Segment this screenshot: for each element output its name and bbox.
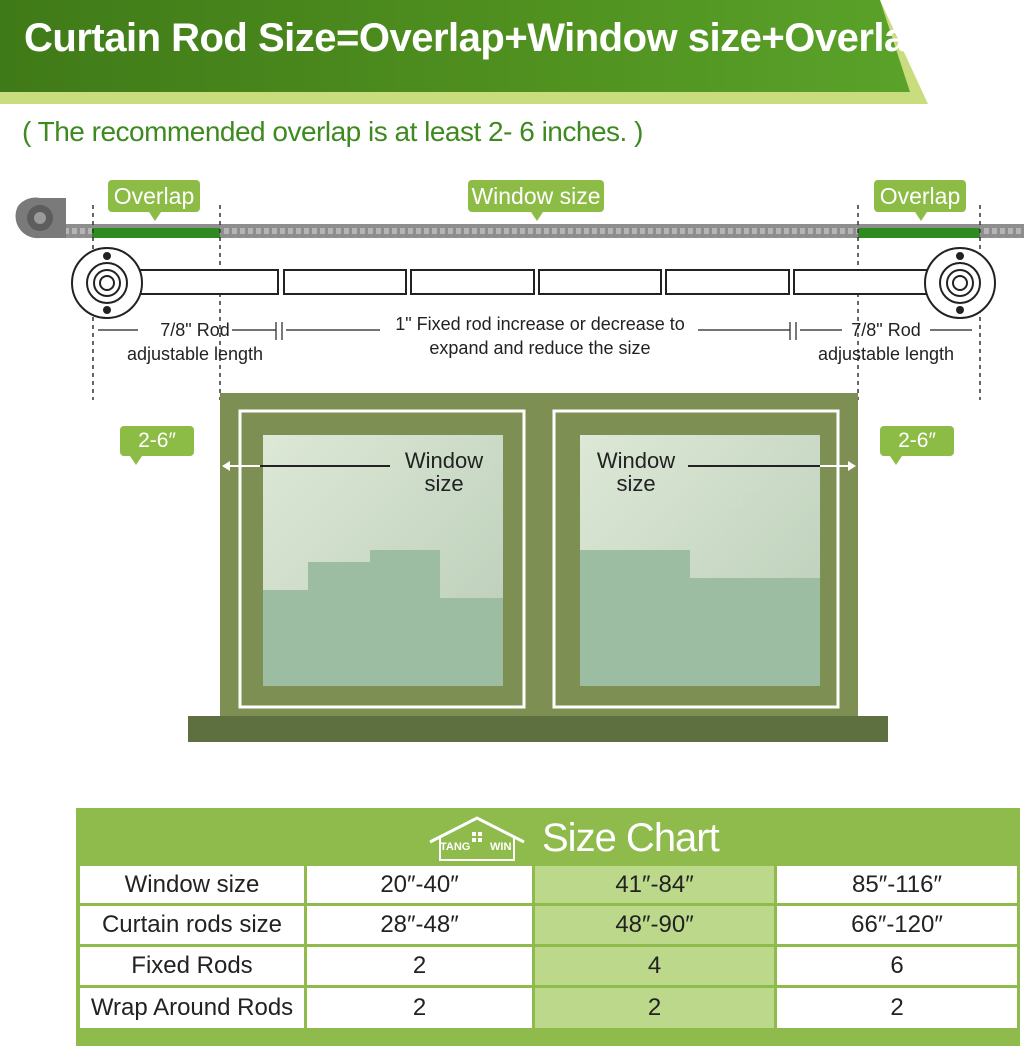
size-chart: TANG WIN Size Chart Window size 20″-40″ …	[76, 808, 1020, 1046]
curtain-rod-diagram	[15, 197, 1024, 742]
fixed-rod-line2: expand and reduce the size	[429, 338, 651, 358]
side-overlap-tag-right: 2-6″	[880, 426, 954, 465]
rod-right-line1: 7/8" Rod	[851, 320, 921, 340]
table-row-label: Window size	[80, 866, 304, 903]
table-cell: 2	[535, 988, 774, 1028]
rod-left-label: 7/8" Rod adjustable length	[110, 318, 280, 366]
table-cell: 2	[307, 947, 532, 985]
title-banner	[0, 0, 910, 92]
page-subtitle: ( The recommended overlap is at least 2-…	[22, 116, 643, 147]
table-row-label: Curtain rods size	[80, 906, 304, 944]
fixed-rod-line1: 1" Fixed rod increase or decrease to	[395, 314, 685, 334]
overlap-tag-right: Overlap	[874, 180, 966, 221]
rod-left-line1: 7/8" Rod	[160, 320, 230, 340]
table-row-label: Fixed Rods	[80, 947, 304, 985]
rod-left-line2: adjustable length	[126, 344, 264, 364]
table-cell: 41″-84″	[535, 866, 774, 903]
window-label-left-line1: Window	[404, 448, 484, 473]
window-label-right-line1: Window	[596, 448, 676, 473]
window-label-right: Window size	[584, 449, 688, 495]
side-overlap-tag-left: 2-6″	[120, 426, 194, 465]
table-cell: 20″-40″	[307, 866, 532, 903]
rod-right-label: 7/8" Rod adjustable length	[800, 318, 972, 366]
right-bracket	[924, 247, 996, 319]
house-logo-icon	[429, 816, 525, 861]
size-chart-title: Size Chart	[542, 816, 720, 860]
window-label-right-line2: size	[616, 471, 656, 496]
left-bracket	[71, 247, 143, 319]
window-illustration	[188, 393, 888, 742]
tape-measure	[15, 197, 1024, 239]
window-label-left-line2: size	[424, 471, 464, 496]
table-cell: 66″-120″	[777, 906, 1017, 944]
dimension-lines	[98, 322, 972, 340]
rod-right-line2: adjustable length	[817, 344, 955, 364]
table-cell: 85″-116″	[777, 866, 1017, 903]
window-size-tag: Window size	[468, 180, 604, 221]
table-cell: 4	[535, 947, 774, 985]
table-cell: 2	[307, 988, 532, 1028]
table-cell: 2	[777, 988, 1017, 1028]
table-cell: 6	[777, 947, 1017, 985]
overlap-tag-left: Overlap	[108, 180, 200, 221]
size-chart-header: TANG WIN Size Chart	[76, 808, 1020, 864]
brand-right: WIN	[490, 841, 512, 853]
fixed-rod-label: 1" Fixed rod increase or decrease to exp…	[382, 312, 698, 360]
table-row-label: Wrap Around Rods	[80, 988, 304, 1028]
window-label-left: Window size	[392, 449, 496, 495]
brand-left: TANG	[440, 841, 471, 853]
page-title: Curtain Rod Size=Overlap+Window size+Ove…	[24, 16, 930, 60]
table-cell: 28″-48″	[307, 906, 532, 944]
table-cell: 48″-90″	[535, 906, 774, 944]
curtain-rod	[119, 269, 931, 295]
